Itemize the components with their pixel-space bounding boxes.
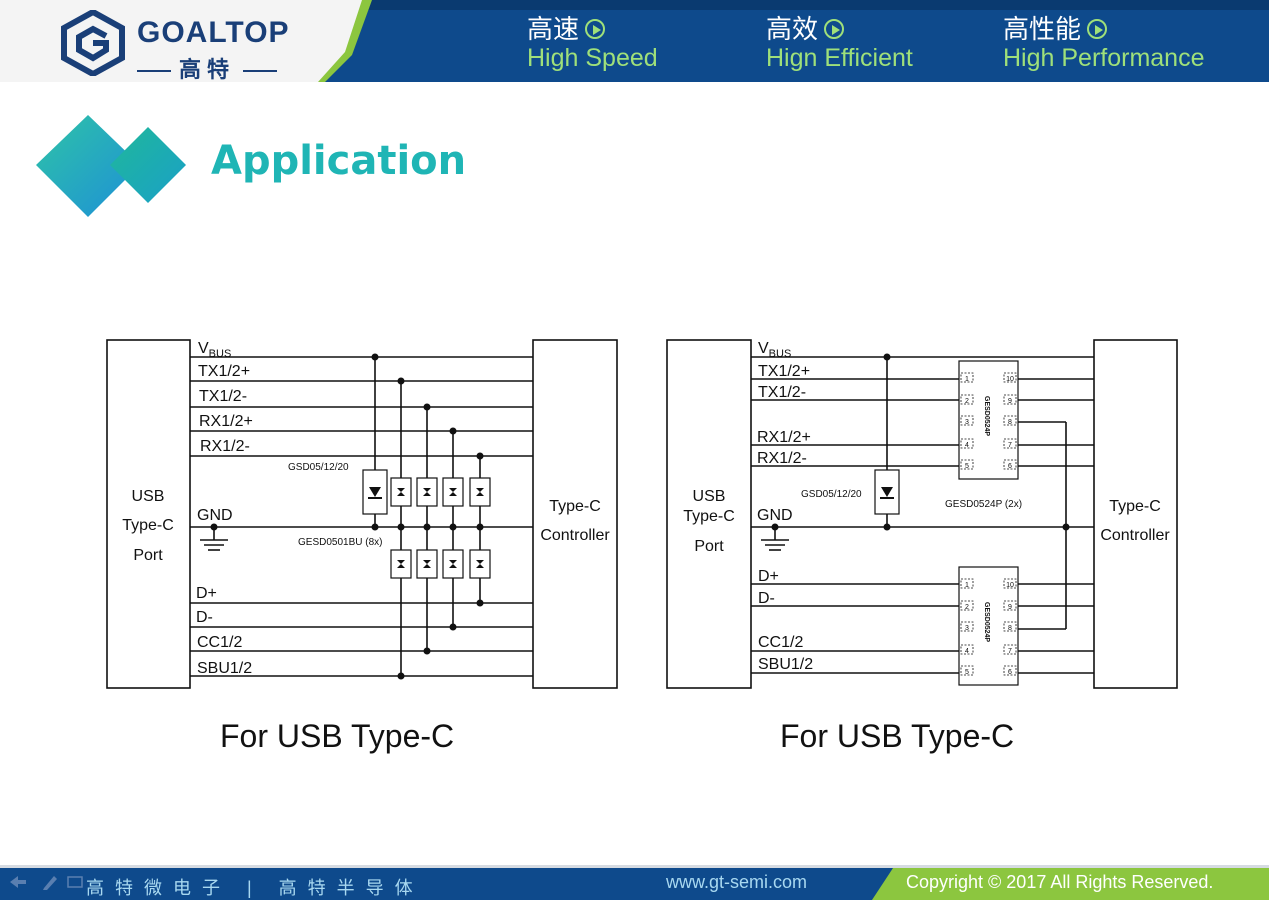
controller-label: Controller bbox=[540, 527, 610, 544]
logo-subtitle: 高特 bbox=[137, 52, 285, 84]
signal-label: D- bbox=[196, 609, 213, 626]
pin-label: 2 bbox=[965, 398, 969, 405]
signal-label: RX1/2+ bbox=[757, 429, 811, 446]
signal-label: TX1/2+ bbox=[758, 363, 810, 380]
pin-label: 5 bbox=[965, 463, 969, 470]
signal-label: RX1/2- bbox=[200, 438, 250, 455]
footer-bar bbox=[0, 865, 1269, 900]
pin-label: 10 bbox=[1006, 582, 1014, 589]
nav-en: Hign Efficient bbox=[766, 44, 913, 72]
pin-label: 2 bbox=[965, 604, 969, 611]
pin-label: 3 bbox=[965, 625, 969, 632]
signal-label: TX1/2- bbox=[758, 384, 806, 401]
signal-vbus: VBUS bbox=[198, 340, 231, 360]
port-label: USB bbox=[132, 488, 165, 505]
footer-url[interactable]: www.gt-semi.com bbox=[666, 872, 808, 892]
pin-label: 8 bbox=[1008, 419, 1012, 426]
pin-label: 10 bbox=[1006, 376, 1014, 383]
caption-left: For USB Type-C bbox=[220, 718, 455, 754]
signal-label: TX1/2- bbox=[199, 388, 247, 405]
nav-en: High Performance bbox=[1003, 44, 1205, 72]
header-banner: GOALTOP 高特 高速 High Speed 高效 Hign Efficie… bbox=[0, 0, 1269, 82]
signal-label: GND bbox=[757, 507, 793, 524]
nav-high-performance[interactable]: 高性能 High Performance bbox=[1003, 14, 1204, 72]
signal-label: CC1/2 bbox=[758, 634, 803, 651]
signal-label: GND bbox=[197, 507, 233, 524]
footer-company: 高特微电子 | 高特半导体 bbox=[86, 878, 424, 898]
signal-label: D+ bbox=[758, 568, 779, 585]
logo-icon bbox=[61, 10, 125, 76]
pin-label: 9 bbox=[1008, 604, 1012, 611]
footer-copyright: Copyright © 2017 All Rights Reserved. bbox=[906, 872, 1214, 892]
signal-label: D+ bbox=[196, 585, 217, 602]
signal-label: CC1/2 bbox=[197, 634, 242, 651]
pin-label: 6 bbox=[1008, 669, 1012, 676]
signal-label: TX1/2+ bbox=[198, 363, 250, 380]
part-label: GESD0524P (2x) bbox=[945, 499, 1022, 510]
footer-nav-icons[interactable] bbox=[6, 872, 86, 892]
play-icon bbox=[1087, 19, 1108, 39]
part-label: GSD05/12/20 bbox=[288, 462, 349, 473]
ic-label: GESD0524P bbox=[983, 396, 990, 436]
usb-typec-diagram-left: USB Type-C Port Type-C Controller VBUS T… bbox=[106, 339, 618, 689]
part-label: GESD0501BU (8x) bbox=[298, 537, 382, 548]
page-title: Application bbox=[211, 138, 467, 184]
pen-icon[interactable] bbox=[43, 876, 57, 890]
port-label: Port bbox=[694, 538, 724, 555]
nav-high-speed[interactable]: 高速 High Speed bbox=[527, 14, 658, 72]
logo-name: GOALTOP bbox=[137, 16, 290, 49]
pin-label: 3 bbox=[965, 419, 969, 426]
pin-label: 9 bbox=[1008, 398, 1012, 405]
nav-en: High Speed bbox=[527, 44, 658, 72]
play-icon bbox=[585, 19, 606, 39]
back-arrow-icon[interactable] bbox=[10, 876, 26, 888]
controller-label: Type-C bbox=[549, 498, 601, 515]
port-label: Type-C bbox=[122, 517, 174, 534]
port-label: USB bbox=[693, 488, 726, 505]
controller-label: Controller bbox=[1100, 527, 1170, 544]
controller-label: Type-C bbox=[1109, 498, 1161, 515]
signal-label: RX1/2+ bbox=[199, 413, 253, 430]
nav-high-efficient[interactable]: 高效 Hign Efficient bbox=[766, 14, 913, 72]
signal-label: D- bbox=[758, 590, 775, 607]
part-label: GSD05/12/20 bbox=[801, 489, 862, 500]
signal-vbus: VBUS bbox=[758, 340, 791, 360]
caption-right: For USB Type-C bbox=[780, 718, 1015, 754]
ic-label: GESD0524P bbox=[983, 602, 990, 642]
menu-icon[interactable] bbox=[67, 876, 83, 888]
nav-cn: 高性能 bbox=[1003, 14, 1082, 44]
port-label: Type-C bbox=[683, 508, 735, 525]
pin-label: 7 bbox=[1008, 442, 1012, 449]
signal-label: RX1/2- bbox=[757, 450, 807, 467]
nav-cn: 高速 bbox=[527, 14, 580, 44]
port-label: Port bbox=[133, 547, 163, 564]
diamond-decoration-icon bbox=[36, 115, 186, 217]
pin-label: 6 bbox=[1008, 463, 1012, 470]
pin-label: 8 bbox=[1008, 625, 1012, 632]
signal-label: SBU1/2 bbox=[758, 656, 813, 673]
pin-label: 1 bbox=[965, 582, 969, 589]
signal-label: SBU1/2 bbox=[197, 660, 252, 677]
usb-typec-diagram-right: 1 2 3 4 5 10 9 8 7 6 1 2 3 4 5 10 9 8 7 … bbox=[666, 339, 1178, 689]
pin-label: 4 bbox=[965, 648, 969, 655]
pin-label: 1 bbox=[965, 376, 969, 383]
pin-label: 7 bbox=[1008, 648, 1012, 655]
pin-label: 5 bbox=[965, 669, 969, 676]
pin-label: 4 bbox=[965, 442, 969, 449]
play-icon bbox=[824, 19, 845, 39]
nav-cn: 高效 bbox=[766, 14, 819, 44]
